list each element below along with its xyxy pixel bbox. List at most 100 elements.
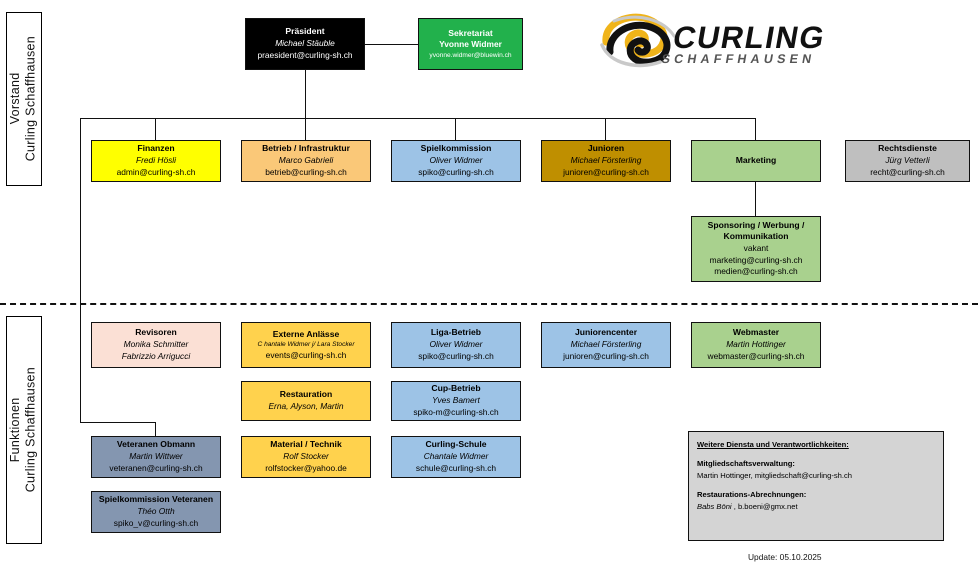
box-betrieb-infrastruktur[interactable]: Betrieb / Infrastruktur Marco Gabrieli b… xyxy=(241,140,371,182)
box-finanzen[interactable]: Finanzen Fredi Hösli admin@curling-sh.ch xyxy=(91,140,221,182)
svg-text:CURLING: CURLING xyxy=(670,20,828,55)
box-sponsoring-werbung-kommunikation[interactable]: Sponsoring / Werbung / Kommunikation vak… xyxy=(691,216,821,282)
box-email: admin@curling-sh.ch xyxy=(116,166,196,177)
connector-drop-spielkommission xyxy=(455,118,457,140)
box-juniorencenter[interactable]: Juniorencenter Michael Försterling junio… xyxy=(541,322,671,368)
box-email: recht@curling-sh.ch xyxy=(870,166,945,177)
connector-drop-finanzen xyxy=(155,118,157,140)
box-cup-betrieb[interactable]: Cup-Betrieb Yves Bamert spiko-m@curling-… xyxy=(391,381,521,421)
connector-drop-marketing xyxy=(755,118,757,140)
box-restauration[interactable]: Restauration Erna, Alyson, Martin xyxy=(241,381,371,421)
box-person: Fredi Hösli xyxy=(135,155,177,166)
box-email: junioren@curling-sh.ch xyxy=(563,350,649,361)
box-title: Cup-Betrieb xyxy=(431,383,481,394)
connector-president-down xyxy=(305,70,307,119)
box-title: Rechtsdienste xyxy=(878,143,937,154)
rail-vorstand-label: Vorstand Curling Schaffhausen xyxy=(8,36,38,162)
box-material-technik[interactable]: Material / Technik Rolf Stocker rolfstoc… xyxy=(241,436,371,478)
box-email: veteranen@curling-sh.ch xyxy=(109,462,203,473)
connector-left-spine xyxy=(80,118,82,423)
box-spielkommission-veteranen[interactable]: Spielkommission Veteranen Théo Otth spik… xyxy=(91,491,221,533)
box-person: Monika Schmitter xyxy=(123,339,189,350)
box-title: Finanzen xyxy=(137,143,175,154)
rail-vorstand: Vorstand Curling Schaffhausen xyxy=(6,12,42,186)
box-title: Präsident xyxy=(285,26,325,37)
update-stamp: Update: 05.10.2025 xyxy=(748,552,822,562)
box-person: Yves Bamert xyxy=(432,395,480,406)
box-email: junioren@curling-sh.ch xyxy=(563,166,649,177)
box-email: spiko@curling-sh.ch xyxy=(418,350,494,361)
info-panel-weitere-dienste: Weitere Diensta und Verantwortlichkeiten… xyxy=(688,431,944,541)
info-panel-block1-title: Mitgliedschaftsverwaltung: xyxy=(697,459,795,469)
connector-veteranen-drop xyxy=(155,422,157,436)
box-title: Marketing xyxy=(735,155,777,166)
box-person: Oliver Widmer xyxy=(429,155,483,166)
box-email: spiko@curling-sh.ch xyxy=(418,166,494,177)
connector-veteranen-branch xyxy=(80,422,156,424)
box-title: Revisoren xyxy=(135,327,177,338)
box-person: Erna, Alyson, Martin xyxy=(268,400,344,411)
box-title: Spielkommission xyxy=(420,143,492,154)
box-email: praesident@curling-sh.ch xyxy=(257,49,353,60)
box-person: Michael Stäuble xyxy=(275,38,335,49)
box-veteranen-obmann[interactable]: Veteranen Obmann Martin Wittwer veterane… xyxy=(91,436,221,478)
box-person: Michael Försterling xyxy=(570,155,642,166)
box-person: Martin Wittwer xyxy=(129,451,183,462)
box-marketing[interactable]: Marketing xyxy=(691,140,821,182)
box-liga-betrieb[interactable]: Liga-Betrieb Oliver Widmer spiko@curling… xyxy=(391,322,521,368)
box-person: Michael Försterling xyxy=(570,339,642,350)
box-title: Externe Anlässe xyxy=(272,328,340,339)
box-email: schule@curling-sh.ch xyxy=(415,462,497,473)
box-sekretariat[interactable]: Sekretariat Yvonne Widmer yvonne.widmer@… xyxy=(418,18,523,70)
box-title: Junioren xyxy=(587,143,625,154)
box-email: spiko_v@curling-sh.ch xyxy=(113,517,199,528)
box-revisoren[interactable]: Revisoren Monika Schmitter Fabrizzio Arr… xyxy=(91,322,221,368)
box-title-line2: Kommunikation xyxy=(723,231,789,242)
box-rechtsdienste[interactable]: Rechtsdienste Jürg Vetterli recht@curlin… xyxy=(845,140,970,182)
rail-funktionen-label: Funktionen Curling Schaffhausen xyxy=(8,367,38,493)
svg-text:SCHAFFHAUSEN: SCHAFFHAUSEN xyxy=(660,52,816,66)
connector-drop-junioren xyxy=(605,118,607,140)
connector-drop-betrieb xyxy=(305,118,307,140)
box-title: Juniorencenter xyxy=(574,327,638,338)
box-curling-schule[interactable]: Curling-Schule Chantale Widmer schule@cu… xyxy=(391,436,521,478)
box-person-2: Fabrizzio Arrigucci xyxy=(121,350,191,361)
box-person: Martin Hottinger xyxy=(726,339,786,350)
box-email: webmaster@curling-sh.ch xyxy=(707,350,805,361)
box-junioren[interactable]: Junioren Michael Försterling junioren@cu… xyxy=(541,140,671,182)
info-panel-block1-text: Martin Hottinger, mitgliedschaft@curling… xyxy=(697,470,853,480)
box-person: Rolf Stocker xyxy=(283,451,329,462)
box-title: Liga-Betrieb xyxy=(430,327,482,338)
info-panel-block2-name: Babs Böni xyxy=(697,501,732,511)
box-email-2: medien@curling-sh.ch xyxy=(714,266,798,277)
box-title-line1: Sponsoring / Werbung / xyxy=(707,219,805,230)
box-title: Curling-Schule xyxy=(425,439,487,450)
connector-marketing-sponsoring xyxy=(755,182,757,216)
box-person: Jürg Vetterli xyxy=(885,155,930,166)
rail-funktionen: Funktionen Curling Schaffhausen xyxy=(6,316,42,544)
box-person: Yvonne Widmer xyxy=(439,39,502,50)
box-title: Restauration xyxy=(279,389,333,400)
box-person: Marco Gabrieli xyxy=(278,155,334,166)
connector-vorstand-bus xyxy=(80,118,756,120)
box-title: Veteranen Obmann xyxy=(116,439,196,450)
box-title: Spielkommission Veteranen xyxy=(98,494,214,505)
info-panel-block2-title: Restaurations-Abrechnungen: xyxy=(697,490,807,500)
box-praesident[interactable]: Präsident Michael Stäuble praesident@cur… xyxy=(245,18,365,70)
box-externe-anlaesse[interactable]: Externe Anlässe C hantale Widmer j/ Lara… xyxy=(241,322,371,368)
box-person: Théo Otth xyxy=(137,506,175,517)
box-email-1: marketing@curling-sh.ch xyxy=(709,254,803,265)
box-person: C hantale Widmer j/ Lara Stocker xyxy=(257,341,355,349)
box-title: Webmaster xyxy=(732,327,780,338)
info-panel-heading: Weitere Diensta und Verantwortlichkeiten… xyxy=(697,440,849,449)
box-person: Oliver Widmer xyxy=(429,339,483,350)
box-webmaster[interactable]: Webmaster Martin Hottinger webmaster@cur… xyxy=(691,322,821,368)
box-title: Sekretariat xyxy=(448,27,493,38)
box-email: events@curling-sh.ch xyxy=(265,349,347,360)
box-person: Chantale Widmer xyxy=(423,451,489,462)
box-email: spiko-m@curling-sh.ch xyxy=(413,406,499,417)
box-email: yvonne.widmer@bluewin.ch xyxy=(429,52,512,60)
box-spielkommission[interactable]: Spielkommission Oliver Widmer spiko@curl… xyxy=(391,140,521,182)
info-panel-block2-rest: , b.boeni@gmx.net xyxy=(731,501,798,511)
box-person: vakant xyxy=(743,242,769,253)
